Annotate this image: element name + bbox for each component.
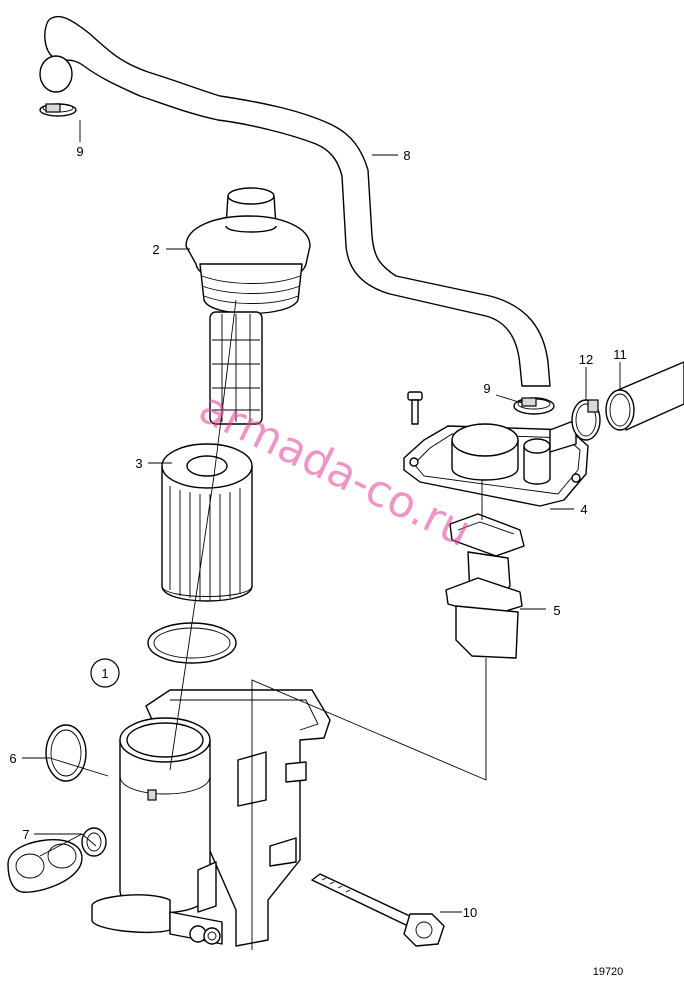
callout-4: 4	[580, 502, 587, 517]
figure-number: 19720	[593, 966, 624, 978]
filter-o-ring	[147, 622, 237, 664]
leader-lines	[22, 120, 621, 950]
callout-11: 11	[613, 347, 627, 362]
callout-6: 6	[9, 751, 16, 766]
callout-10: 10	[463, 905, 477, 920]
filter-element	[161, 443, 253, 602]
hose-clamp-lower	[513, 397, 555, 415]
callout-5: 5	[553, 603, 560, 618]
callout-9-lower: 9	[483, 381, 490, 396]
valve-cover-4	[403, 419, 589, 507]
filter-cover	[185, 187, 311, 315]
hose-clamp-12	[571, 399, 601, 441]
callout-3: 3	[135, 456, 142, 471]
callout-1-circle	[90, 658, 120, 688]
callout-7: 7	[22, 827, 29, 842]
filter-housing	[91, 689, 331, 947]
screw	[407, 391, 423, 425]
callout-9-upper: 9	[76, 144, 83, 159]
hose-clamp-upper	[39, 103, 77, 117]
bolt-10	[311, 873, 445, 947]
callout-8: 8	[403, 148, 410, 163]
gasket-7	[7, 827, 107, 893]
hose-11	[605, 361, 684, 431]
o-ring-6	[45, 724, 87, 782]
callout-1: 1	[101, 666, 108, 681]
breather-hose	[39, 15, 551, 387]
valve-diaphragm-5	[445, 513, 525, 659]
callout-2: 2	[152, 242, 159, 257]
callout-12: 12	[579, 352, 593, 367]
filter-cage	[209, 311, 263, 425]
